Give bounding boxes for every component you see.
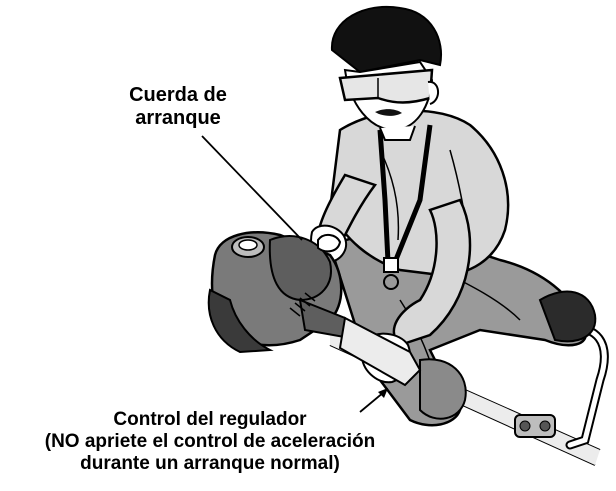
- throttle-control-leader: [359, 391, 385, 413]
- throttle-control-label-line3: durante un arranque normal): [80, 453, 340, 474]
- harness-strap: [377, 124, 433, 290]
- throttle-leader-arrowhead: [378, 388, 388, 398]
- starter-rope-label-line2: arranque: [135, 107, 221, 129]
- starter-rope-label: Cuerda de arranque: [102, 84, 254, 130]
- throttle-control-label-line2: (NO apriete el control de aceleración: [44, 431, 376, 452]
- operator-head: [330, 5, 442, 141]
- starter-rope-label-line1: Cuerda de: [129, 84, 227, 106]
- callout-leaders: [201, 135, 388, 413]
- throttle-control-label: Control del regulador (NO apriete el con…: [0, 409, 420, 475]
- trimmer-engine: [207, 231, 422, 387]
- throttle-control-label-line1: Control del regulador: [113, 409, 307, 430]
- starter-rope-leader: [201, 135, 303, 241]
